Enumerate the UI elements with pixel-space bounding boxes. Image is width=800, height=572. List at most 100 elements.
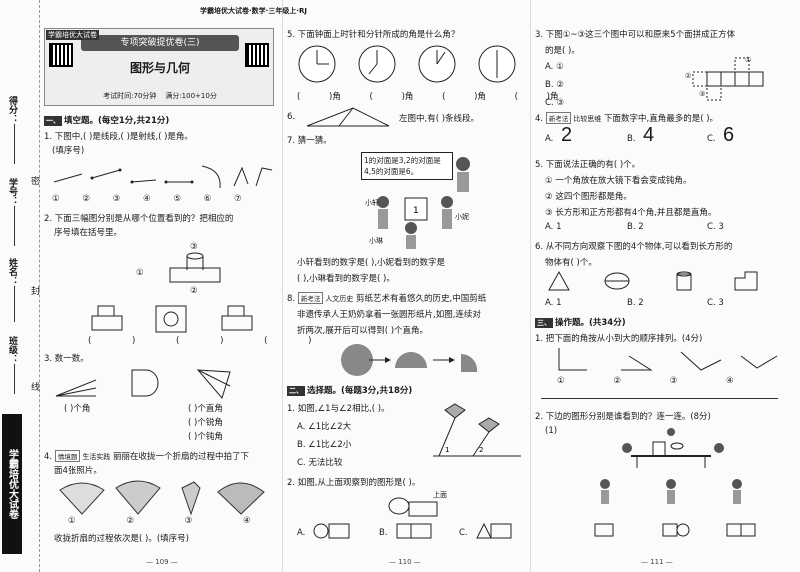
q1-text: 1. 下图中,( )是线段,( )是射线,( )是角。 <box>44 132 193 142</box>
c3-label-1: ① <box>745 56 752 64</box>
q1-label-3: ③ <box>112 194 121 204</box>
q2-blank-row: ( ) ( ) ( ) <box>88 336 311 346</box>
q2-pos-top: ③ <box>190 242 198 252</box>
c2-top-label: 上面 <box>433 491 447 499</box>
q5-blank-1[interactable]: ( )角 <box>297 92 341 102</box>
o2-figure <box>594 428 756 537</box>
c2-option-c[interactable]: C. <box>459 528 468 538</box>
q4-text-2: 面4张照片。 <box>54 466 102 476</box>
c6-option-b[interactable]: B. 2 <box>627 298 644 308</box>
q7-speech-bubble: 1的对面是3,2的对面是4,5的对面是6。 <box>361 152 453 180</box>
c5-option-b[interactable]: B. 2 <box>627 222 644 232</box>
c6-text-2[interactable]: 物体有( )个。 <box>545 258 597 268</box>
q3-right-angle-count[interactable]: ( )个直角 <box>188 404 223 414</box>
q7-name-xiaoni: 小妮 <box>455 213 469 221</box>
student-id-line <box>14 206 15 246</box>
section-1-title: 填空题。(每空1分,共21分) <box>64 116 170 126</box>
q1-label-7: ⑦ <box>233 194 242 204</box>
q5-blank-2[interactable]: ( )角 <box>369 92 414 102</box>
q4-label-3: ③ <box>184 516 193 526</box>
q4-label-row: ① ② ③ ④ <box>68 516 251 526</box>
q3-obtuse-count[interactable]: ( )个钝角 <box>188 432 223 442</box>
c2-option-b[interactable]: B. <box>379 528 388 538</box>
q8-tag2: 人文历史 <box>325 295 354 303</box>
q6-number: 6. <box>287 112 296 122</box>
c4-digit-b: 4 <box>643 124 655 146</box>
clock-1 <box>298 45 336 83</box>
q3-acute-count[interactable]: ( )个锐角 <box>188 418 223 428</box>
q7-answer-line-1[interactable]: 小轩看到的数字是( ),小妮看到的数字是 <box>297 258 446 268</box>
c6-option-c[interactable]: C. 3 <box>707 298 724 308</box>
q7-answer-line-2[interactable]: ( ),小琳看到的数字是( )。 <box>297 274 395 284</box>
q2-blank-1[interactable]: ( ) <box>88 336 136 346</box>
q2-text: 2. 下面三幅图分别是从哪个位置看到的？把相应的 <box>44 214 234 224</box>
c1-kite-figure: 1 2 <box>433 403 521 457</box>
q2-blank-3[interactable]: ( ) <box>264 336 312 346</box>
svg-text:1: 1 <box>413 206 419 216</box>
c4-digit-a: 2 <box>561 124 573 146</box>
c3-label-2: ② <box>685 72 692 80</box>
c1-option-b[interactable]: B. ∠1比∠2小 <box>297 440 352 450</box>
q7-name-xiaolin: 小琳 <box>369 237 383 245</box>
c3-option-a[interactable]: A. ① <box>545 62 564 72</box>
q1-label-2: ② <box>82 194 90 204</box>
c3-option-c[interactable]: C. ③ <box>545 98 564 108</box>
c4-header: 4. 新考法比较思维 下面数字中,直角最多的是( )。 <box>535 112 719 124</box>
exam-time: 考试时间:70分钟 <box>103 92 157 100</box>
q8-text-2: 非遗传承人王奶奶拿着一张圆形纸片,如图,连续对 <box>297 310 481 320</box>
q2-views <box>91 305 253 333</box>
q1-label-4: ④ <box>142 194 151 204</box>
c4-tag2: 比较思维 <box>573 115 602 123</box>
badge: 学霸培优大试卷 <box>46 30 99 40</box>
c4-text[interactable]: 下面数字中,直角最多的是( )。 <box>604 114 719 124</box>
svg-text:1: 1 <box>445 446 449 454</box>
seal-char-1: 密 <box>29 176 39 185</box>
c2-option-b-figure <box>396 523 432 539</box>
c5-option-c[interactable]: C. 3 <box>707 222 724 232</box>
student-id-label: 学号： <box>7 178 17 205</box>
c3-option-b[interactable]: B. ② <box>545 80 564 90</box>
c3-net-figure <box>692 57 764 101</box>
q8-text-3[interactable]: 折两次,展开后可以得到( )个直角。 <box>297 326 429 336</box>
c5-statement-1: ① 一个角放在放大镜下看会变成钝角。 <box>545 176 692 186</box>
c6-option-a[interactable]: A. 1 <box>545 298 562 308</box>
o1-angles <box>558 348 778 371</box>
seal-char-3: 线 <box>29 382 39 391</box>
column-page-111: 3. 下图①~③这三个图中可以和原来5个面拼成正方体 的是( )。 A. ① B… <box>530 0 798 572</box>
section-3-number: 三、 <box>535 318 553 328</box>
q2-blank-2[interactable]: ( ) <box>176 336 224 346</box>
c6-text: 6. 从不同方向观察下图的4个物体,可以看到长方形的 <box>535 242 733 252</box>
c4-option-b[interactable]: B. <box>627 134 636 144</box>
q6-text[interactable]: 左图中,有( )条线段。 <box>399 114 480 124</box>
c1-option-c[interactable]: C. 无法比较 <box>297 458 343 468</box>
page-number-110: — 110 — <box>389 558 421 566</box>
q7-illustration: 1 <box>377 157 470 249</box>
c2-option-a[interactable]: A. <box>297 528 306 538</box>
name-line <box>14 286 15 322</box>
q3-text: 3. 数一数。 <box>44 354 89 364</box>
q4-fan-photos <box>59 480 265 516</box>
full-score: 满分:100+10分 <box>165 92 217 100</box>
exam-meta: 考试时间:70分钟 满分:100+10分 <box>45 91 275 101</box>
c5-option-a[interactable]: A. 1 <box>545 222 562 232</box>
answer-line[interactable] <box>541 398 778 399</box>
q5-blank-3[interactable]: ( )角 <box>442 92 486 102</box>
q3-angle-count[interactable]: ( )个角 <box>64 404 91 414</box>
q4-answer-line[interactable]: 收拢折扇的过程依次是( )。(填序号) <box>54 534 189 544</box>
q4-text: 丽丽在收拢一个折扇的过程中拍了下 <box>113 452 250 462</box>
class-label: 班级： <box>7 336 17 363</box>
c4-option-c[interactable]: C. <box>707 134 716 144</box>
score-label: 得分： <box>7 96 17 123</box>
title-banner: 专项突破提优卷(三) <box>81 35 239 51</box>
c3-text-2[interactable]: 的是( )。 <box>545 46 580 56</box>
q5-clocks <box>298 45 516 83</box>
c4-option-a[interactable]: A. <box>545 134 554 144</box>
q4-label-2: ② <box>126 516 134 526</box>
q5-blank-4[interactable]: ( )角 <box>514 92 559 102</box>
o2-subpart: (1) <box>545 426 558 436</box>
column-page-110: 5. 下面钟面上时针和分针所成的角是什么角？ ( )角 ( )角 ( )角 ( … <box>282 0 558 572</box>
c5-text[interactable]: 5. 下面说法正确的有( )个。 <box>535 160 641 170</box>
c1-option-a[interactable]: A. ∠1比∠2大 <box>297 422 352 432</box>
q2-text-2: 序号填在括号里。 <box>54 228 123 238</box>
